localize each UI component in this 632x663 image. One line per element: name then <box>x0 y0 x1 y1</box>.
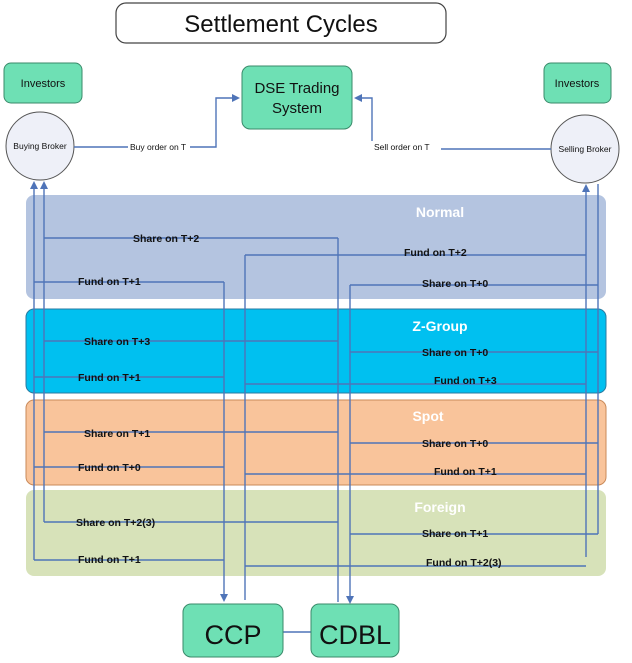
spot-left-share-label: Share on T+1 <box>84 428 150 440</box>
spot-right-share-label: Share on T+0 <box>422 438 488 450</box>
buying-broker-node <box>5 111 75 181</box>
cdbl-box <box>310 603 400 658</box>
normal-right-fund-label: Fund on T+2 <box>404 247 467 259</box>
title-box <box>115 2 447 44</box>
sell-order-arrow <box>354 94 551 150</box>
z-right-fund-label: Fund on T+3 <box>434 375 497 387</box>
spot-left-fund-label: Fund on T+0 <box>78 462 141 474</box>
band-title-spot: Spot <box>412 408 443 424</box>
z-left-share-label: Share on T+3 <box>84 336 150 348</box>
investors-left-box <box>3 62 83 104</box>
investors-left-label: Investors <box>21 78 66 90</box>
normal-right-share-label: Share on T+0 <box>422 278 488 290</box>
buy-order-label-bg <box>128 141 190 153</box>
buying-broker-label: Buying Broker <box>13 141 67 151</box>
sell-order-label-bg <box>371 141 441 153</box>
band-title-z-group: Z-Group <box>412 318 467 334</box>
normal-left-fund-label: Fund on T+1 <box>78 276 141 288</box>
ccp-box <box>182 603 284 658</box>
band-foreign <box>26 490 606 576</box>
dse-label-line1: DSE Trading <box>254 80 339 97</box>
dse-trading-system-box <box>241 65 353 130</box>
band-spot <box>25 399 607 486</box>
foreign-left-fund-label: Fund on T+1 <box>78 554 141 566</box>
cdbl-label: CDBL <box>319 620 391 650</box>
z-left-fund-label: Fund on T+1 <box>78 372 141 384</box>
ccp-label: CCP <box>204 620 261 650</box>
normal-left-share-label: Share on T+2 <box>133 233 199 245</box>
investors-right-box <box>543 62 612 104</box>
dse-label-line2: System <box>272 100 322 117</box>
foreign-right-fund-label: Fund on T+2(3) <box>426 557 502 569</box>
band-title-foreign: Foreign <box>414 499 465 515</box>
band-normal <box>26 195 606 299</box>
z-right-share-label: Share on T+0 <box>422 347 488 359</box>
sell-order-label: Sell order on T <box>374 142 430 152</box>
band-title-normal: Normal <box>416 204 464 220</box>
buy-order-label: Buy order on T <box>130 142 186 152</box>
buy-order-arrow <box>74 94 240 148</box>
foreign-right-share-label: Share on T+1 <box>422 528 488 540</box>
foreign-left-share-label: Share on T+2(3) <box>76 517 155 529</box>
investors-right-label: Investors <box>555 78 600 90</box>
selling-broker-label: Selling Broker <box>559 144 612 154</box>
page-title: Settlement Cycles <box>184 11 377 38</box>
spot-right-fund-label: Fund on T+1 <box>434 466 497 478</box>
band-z-group <box>25 308 607 394</box>
